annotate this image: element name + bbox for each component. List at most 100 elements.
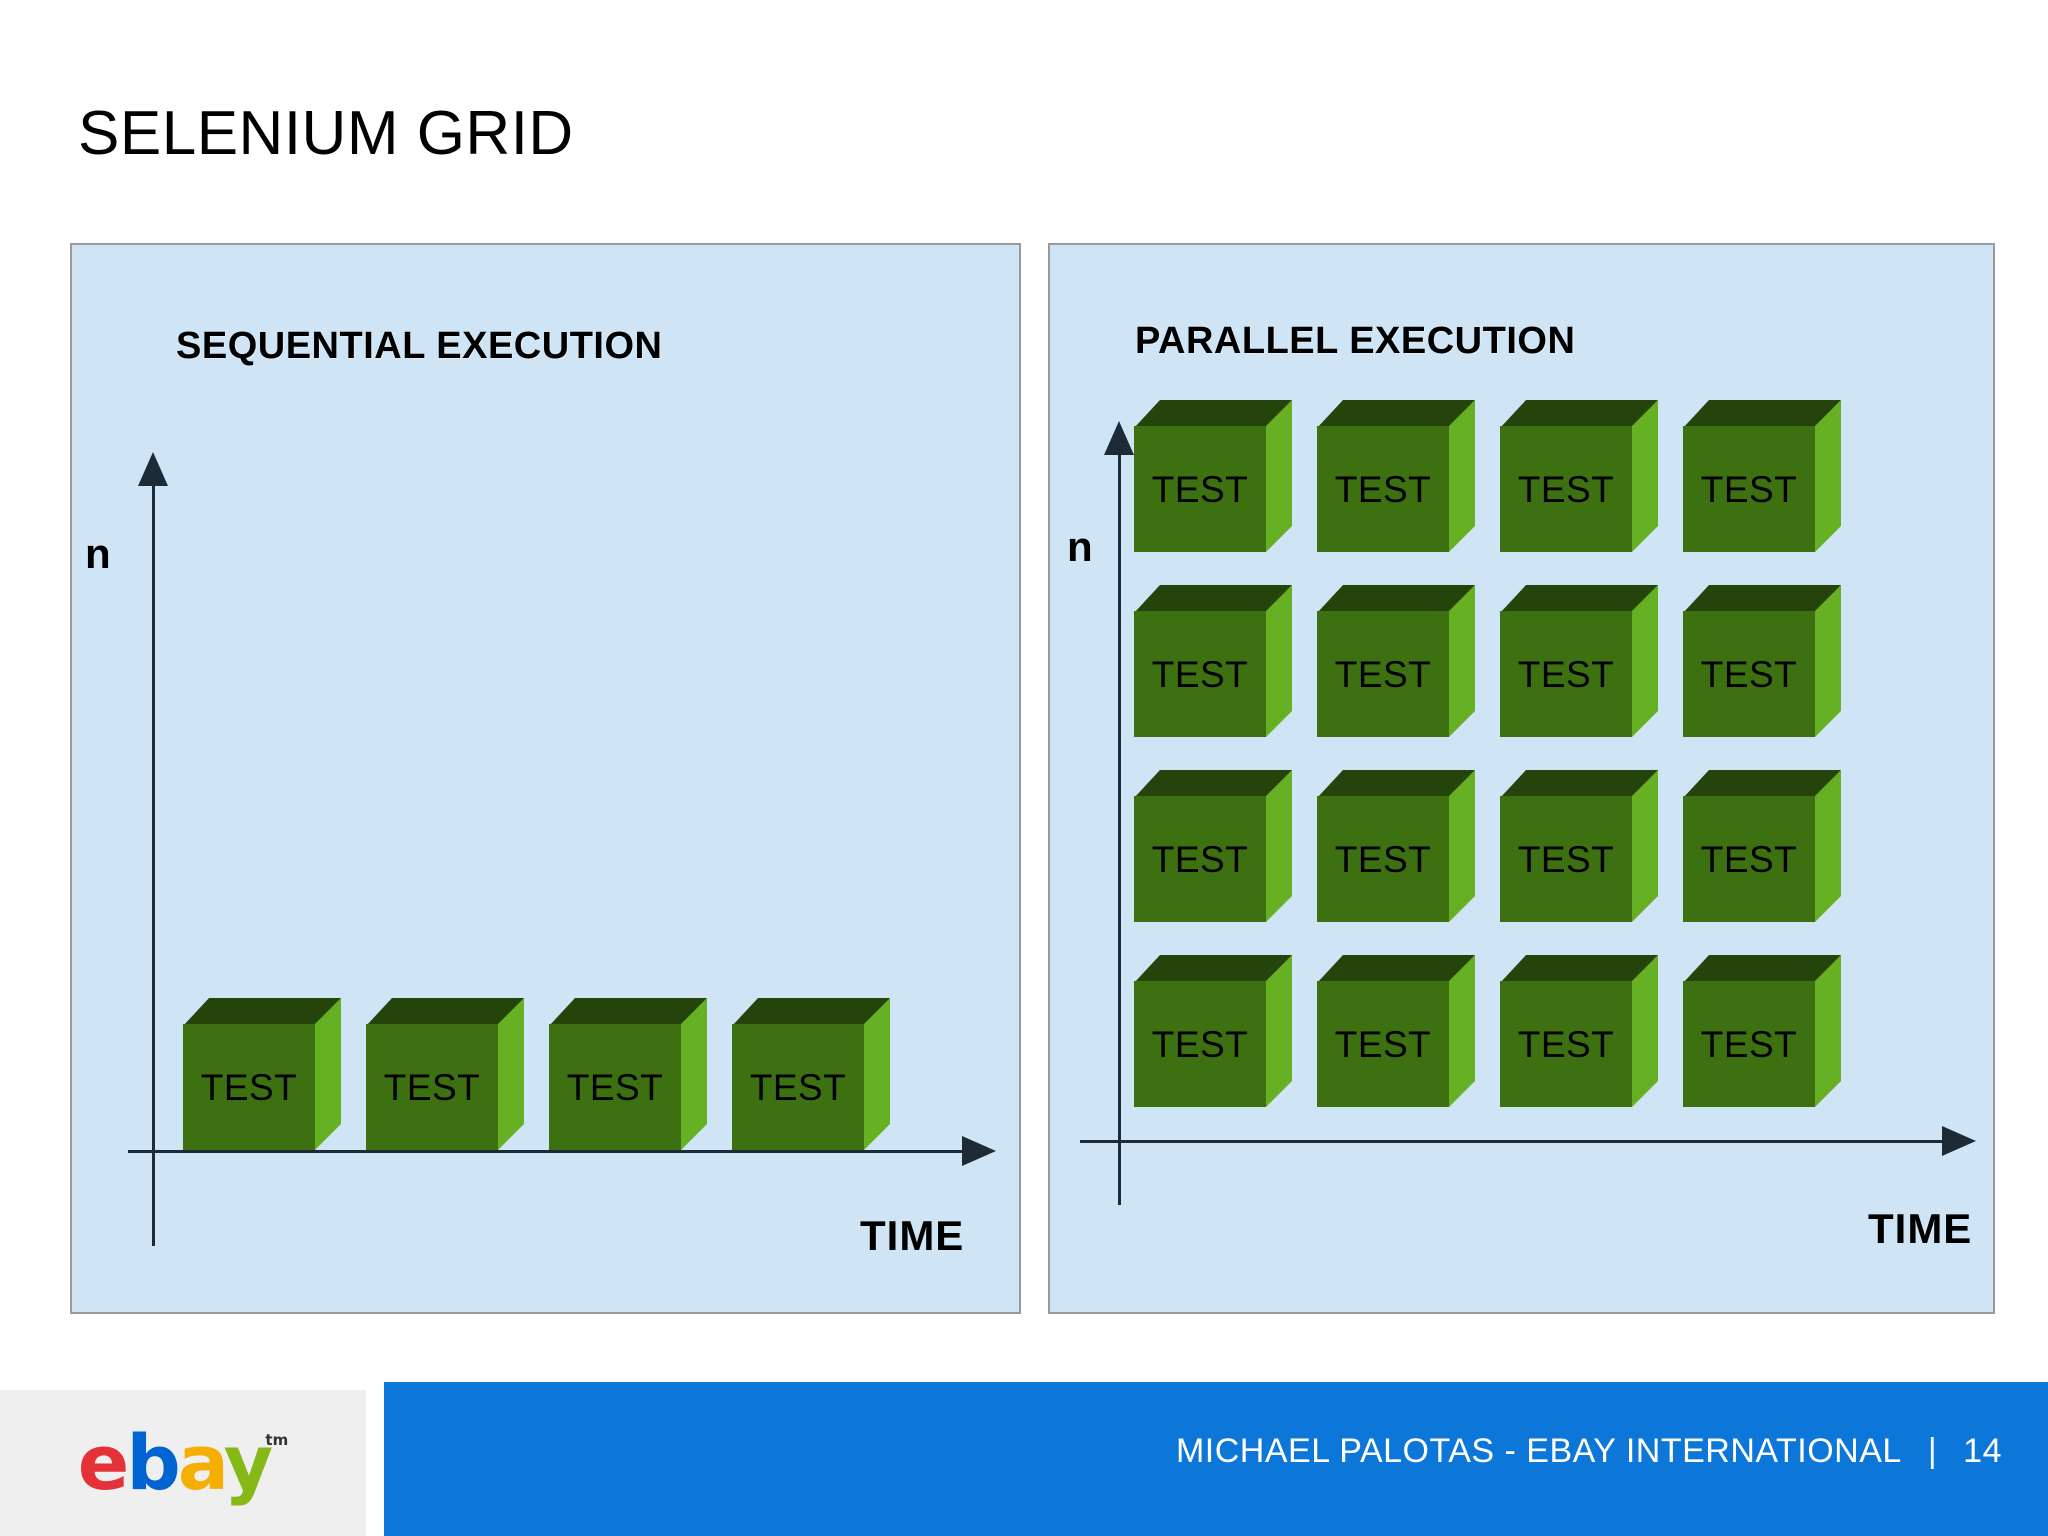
- cube-label: TEST: [1334, 1023, 1432, 1065]
- cube-side-face: [1632, 770, 1658, 922]
- cube-side-face: [1632, 585, 1658, 737]
- cube-label: TEST: [1700, 1023, 1798, 1065]
- parallel-x-axis-line: [1080, 1140, 1960, 1143]
- ebay-logo-letter-a: a: [177, 1418, 227, 1507]
- footer-credit: MICHAEL PALOTAS - EBAY INTERNATIONAL: [1175, 1432, 1902, 1470]
- cube-front-face: [1134, 796, 1266, 922]
- test-cube: TEST: [1500, 400, 1658, 552]
- cube-side-face: [864, 998, 890, 1150]
- test-cube: TEST: [1134, 585, 1292, 737]
- test-cube: TEST: [1317, 585, 1475, 737]
- test-cube: TEST: [1317, 400, 1475, 552]
- cube-front-face: [1317, 611, 1449, 737]
- cube-label: TEST: [200, 1066, 298, 1108]
- cube-front-face: [1134, 426, 1266, 552]
- sequential-y-axis-line: [152, 486, 155, 1246]
- cube-front-face: [183, 1024, 315, 1150]
- cube-label: TEST: [1151, 653, 1249, 695]
- parallel-y-axis-arrow-icon: [1104, 421, 1134, 455]
- test-cube: TEST: [1500, 770, 1658, 922]
- cube-side-face: [1266, 955, 1292, 1107]
- cube-side-face: [1815, 400, 1841, 552]
- cube-top-face: [1134, 400, 1292, 428]
- cube-side-face: [681, 998, 707, 1150]
- sequential-y-axis-arrow-icon: [138, 452, 168, 486]
- cube-side-face: [1815, 585, 1841, 737]
- cube-label: TEST: [1700, 468, 1798, 510]
- panel-parallel-heading: PARALLEL EXECUTION: [1135, 320, 1576, 362]
- cube-side-face: [1266, 770, 1292, 922]
- cube-top-face: [1500, 400, 1658, 428]
- cube-top-face: [732, 998, 890, 1026]
- panel-sequential-heading: SEQUENTIAL EXECUTION: [176, 325, 663, 367]
- footer-text: MICHAEL PALOTAS - EBAY INTERNATIONAL | 1…: [1176, 1432, 2002, 1471]
- cube-top-face: [1317, 585, 1475, 613]
- footer-separator: |: [1927, 1432, 1938, 1470]
- ebay-logo-trademark: tm: [265, 1431, 289, 1449]
- cube-front-face: [1134, 611, 1266, 737]
- cube-side-face: [1449, 585, 1475, 737]
- cube-label: TEST: [1517, 653, 1615, 695]
- cube-top-face: [1317, 400, 1475, 428]
- cube-front-face: [366, 1024, 498, 1150]
- cube-front-face: [732, 1024, 864, 1150]
- test-cube: TEST: [366, 998, 524, 1150]
- cube-front-face: [1500, 426, 1632, 552]
- cube-top-face: [549, 998, 707, 1026]
- parallel-y-axis-line: [1118, 455, 1121, 1205]
- test-cube: TEST: [1134, 770, 1292, 922]
- cube-side-face: [315, 998, 341, 1150]
- test-cube: TEST: [1500, 585, 1658, 737]
- cube-front-face: [1317, 796, 1449, 922]
- cube-side-face: [1449, 955, 1475, 1107]
- test-cube: TEST: [183, 998, 341, 1150]
- test-cube: TEST: [732, 998, 890, 1150]
- ebay-logo-letter-y: y: [223, 1418, 274, 1507]
- cube-top-face: [1683, 955, 1841, 983]
- cube-label: TEST: [1334, 468, 1432, 510]
- cube-top-face: [1317, 770, 1475, 798]
- cube-top-face: [366, 998, 524, 1026]
- cube-side-face: [1815, 770, 1841, 922]
- cube-front-face: [1500, 981, 1632, 1107]
- cube-top-face: [1683, 585, 1841, 613]
- parallel-y-axis-label: n: [1067, 523, 1093, 570]
- cube-label: TEST: [383, 1066, 481, 1108]
- test-cube: TEST: [1317, 770, 1475, 922]
- test-cube: TEST: [1683, 400, 1841, 552]
- cube-label: TEST: [566, 1066, 664, 1108]
- cube-side-face: [1266, 585, 1292, 737]
- ebay-logo-letter-b: b: [126, 1418, 180, 1507]
- sequential-x-axis-line: [128, 1150, 980, 1153]
- cube-label: TEST: [1151, 468, 1249, 510]
- cube-side-face: [1449, 400, 1475, 552]
- page-title: SELENIUM GRID: [78, 99, 574, 168]
- cube-label: TEST: [749, 1066, 847, 1108]
- parallel-x-axis-arrow-icon: [1942, 1126, 1976, 1156]
- cube-side-face: [1815, 955, 1841, 1107]
- cube-front-face: [1500, 796, 1632, 922]
- test-cube: TEST: [549, 998, 707, 1150]
- footer-bar: MICHAEL PALOTAS - EBAY INTERNATIONAL | 1…: [384, 1382, 2048, 1536]
- test-cube: TEST: [1500, 955, 1658, 1107]
- cube-top-face: [1134, 585, 1292, 613]
- cube-label: TEST: [1334, 653, 1432, 695]
- cube-label: TEST: [1151, 838, 1249, 880]
- cube-front-face: [1500, 611, 1632, 737]
- sequential-x-axis-arrow-icon: [962, 1136, 996, 1166]
- sequential-y-axis-label: n: [85, 530, 111, 577]
- test-cube: TEST: [1134, 400, 1292, 552]
- cube-top-face: [1500, 955, 1658, 983]
- cube-top-face: [183, 998, 341, 1026]
- test-cube: TEST: [1683, 955, 1841, 1107]
- cube-side-face: [1266, 400, 1292, 552]
- cube-front-face: [1134, 981, 1266, 1107]
- cube-top-face: [1317, 955, 1475, 983]
- cube-front-face: [1683, 981, 1815, 1107]
- cube-label: TEST: [1517, 1023, 1615, 1065]
- cube-label: TEST: [1334, 838, 1432, 880]
- cube-top-face: [1500, 770, 1658, 798]
- cube-side-face: [1449, 770, 1475, 922]
- panel-sequential-execution: SEQUENTIAL EXECUTION: [70, 243, 1021, 1314]
